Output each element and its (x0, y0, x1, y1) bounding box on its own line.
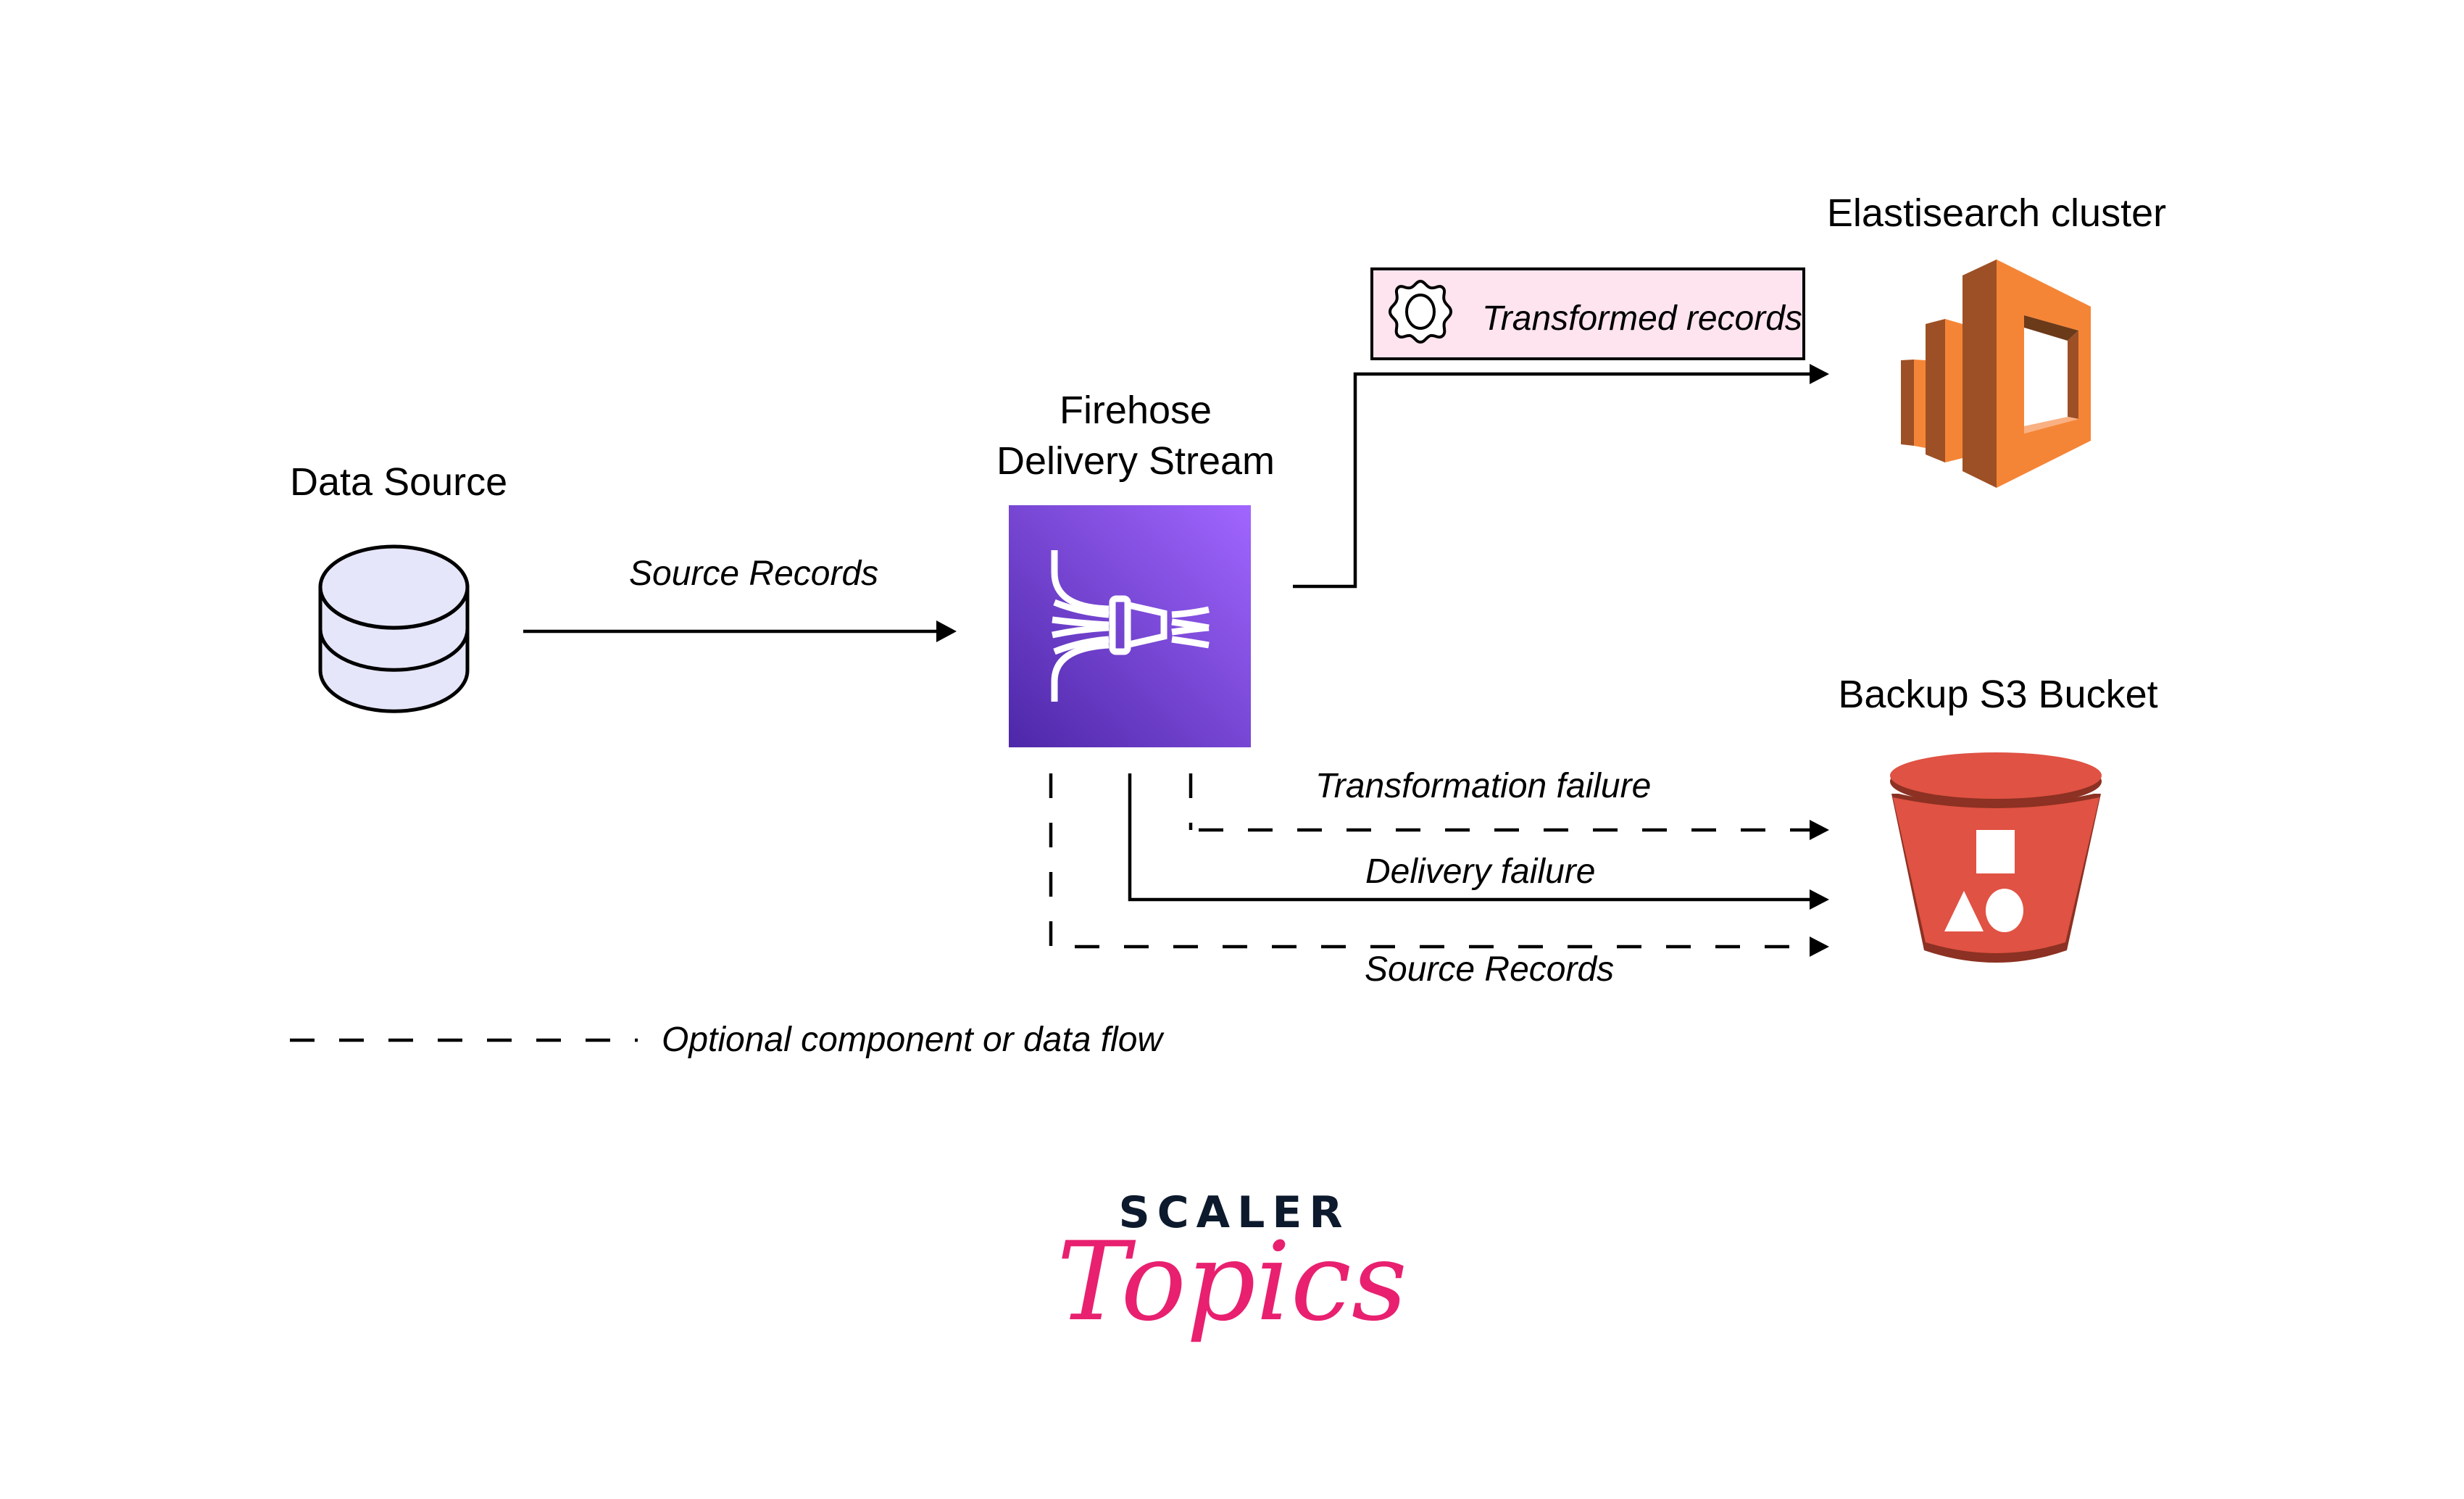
edge-delivery-failure: Delivery failure (1128, 773, 1829, 910)
transform-label: Transformed records (1482, 299, 1802, 338)
s3-label: Backup S3 Bucket (1838, 673, 2157, 716)
edge-label-source-records: Source Records (629, 555, 878, 593)
scaler-topics-logo: SCALER Topics (1057, 1187, 1407, 1345)
edge-source-to-firehose: Source Records (523, 555, 957, 642)
arrowhead-icon (1810, 889, 1829, 910)
elasticsearch-node: Elastisearch cluster (1827, 191, 2166, 488)
edge-source-backup: Source Records (1049, 773, 1829, 989)
edge-label-delivery-failure: Delivery failure (1365, 852, 1595, 891)
firehose-label-line1: Firehose (1060, 389, 1212, 432)
brand-topics: Topics (1057, 1219, 1407, 1345)
square-shape (1976, 830, 2015, 873)
database-icon (318, 544, 470, 713)
brand-scaler: SCALER (1118, 1187, 1349, 1238)
legend: Optional component or data flow (290, 1021, 1165, 1059)
edge-firehose-to-elasticsearch: Transformed records (1293, 267, 1829, 589)
data-source-node: Data Source (290, 460, 507, 713)
arrowhead-icon (1810, 937, 1829, 957)
arrowhead-icon (936, 620, 957, 642)
elasticsearch-label: Elastisearch cluster (1827, 191, 2166, 235)
edge-label-source-records-backup: Source Records (1365, 950, 1614, 989)
edge-label-transformation-failure: Transformation failure (1315, 767, 1651, 805)
arrowhead-icon (1810, 364, 1829, 384)
firehose-node: Firehose Delivery Stream (996, 389, 1275, 747)
gear-icon (1388, 279, 1453, 344)
firehose-label-line2: Delivery Stream (996, 439, 1275, 483)
triangle-shape (1944, 891, 1984, 931)
legend-label: Optional component or data flow (662, 1021, 1165, 1059)
edge-transformation-failure: Transformation failure (1189, 767, 1829, 840)
s3-node: Backup S3 Bucket (1838, 673, 2158, 963)
transform-lambda-box: Transformed records (1370, 267, 1805, 360)
elasticsearch-icon (1901, 259, 2091, 488)
kinesis-firehose-icon (1009, 505, 1251, 747)
arrowhead-icon (1810, 820, 1829, 840)
data-source-label: Data Source (290, 460, 507, 504)
s3-bucket-icon (1890, 752, 2102, 963)
circle-shape (1986, 889, 2023, 932)
